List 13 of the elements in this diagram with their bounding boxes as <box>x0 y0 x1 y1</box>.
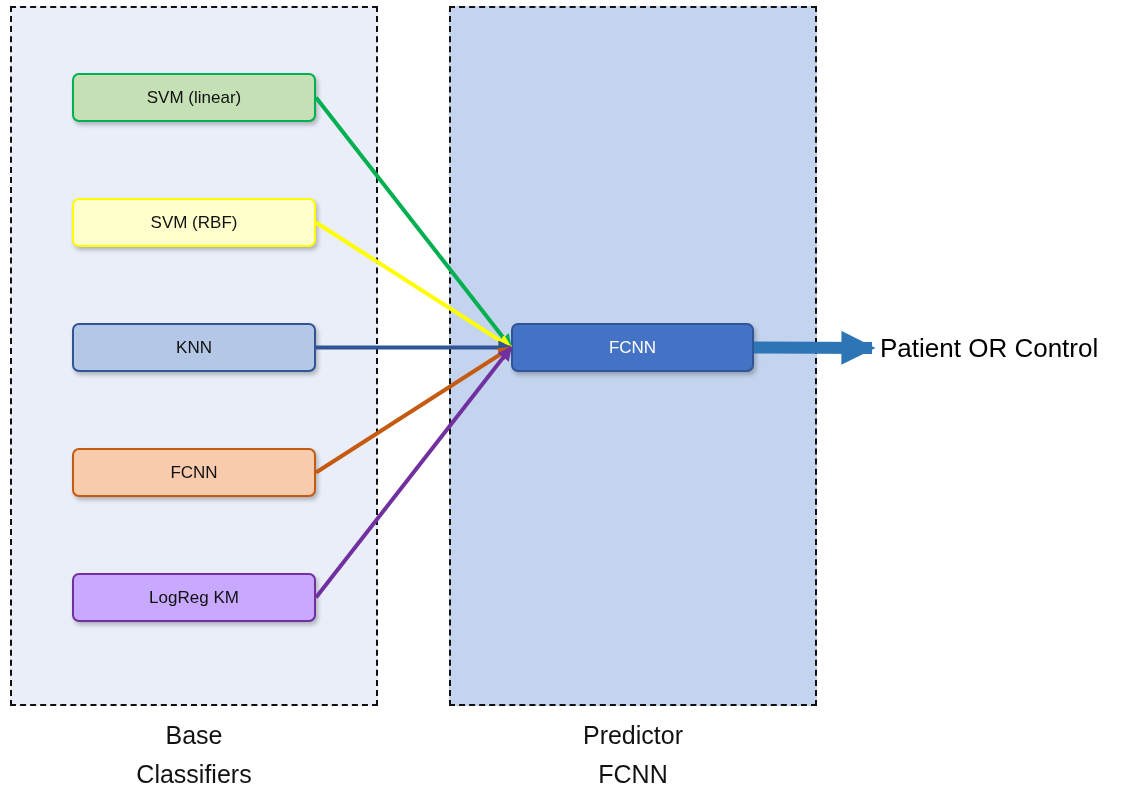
panel-caption: Predictor FCNN <box>581 720 684 788</box>
classifier-box: SVM (RBF) <box>72 198 316 247</box>
panel-caption: Base Classifiers <box>135 720 253 788</box>
arrow <box>316 340 513 355</box>
classifier-box: FCNN <box>511 323 754 372</box>
classifier-box: FCNN <box>72 448 316 497</box>
output-label: Patient OR Control <box>880 332 1142 364</box>
arrow <box>314 220 513 350</box>
classifier-box: KNN <box>72 323 316 372</box>
classifier-box: LogReg KM <box>72 573 316 622</box>
classifier-box: SVM (linear) <box>72 73 316 122</box>
arrow <box>753 330 876 365</box>
arrow <box>314 346 513 599</box>
